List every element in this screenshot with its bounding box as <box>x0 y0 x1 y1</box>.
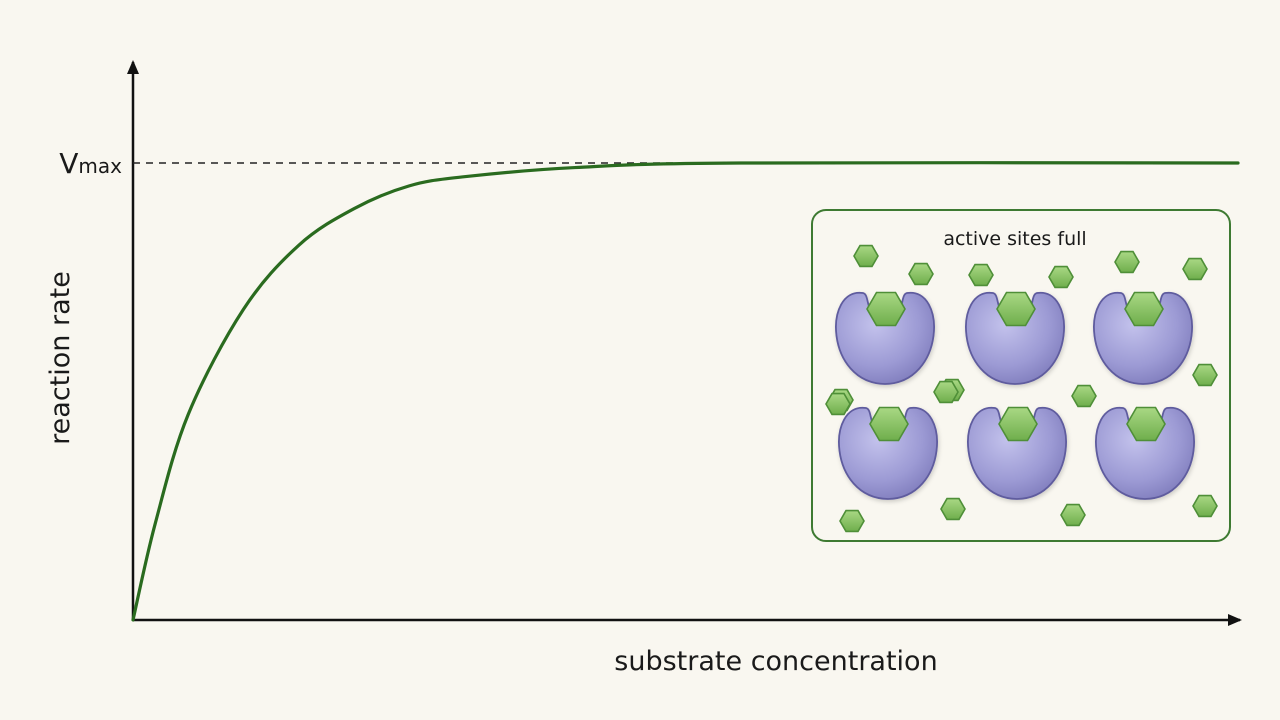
bound-substrate-icon <box>869 406 909 442</box>
y-axis-title: reaction rate <box>45 271 76 445</box>
free-substrate-icon <box>825 392 851 416</box>
free-substrate-icon <box>1114 250 1140 274</box>
enzymes-group <box>835 291 1195 500</box>
saturation-curve <box>131 161 1240 622</box>
free-substrate-icon <box>1192 494 1218 518</box>
bound-substrate-icon <box>998 406 1038 442</box>
free-substrate-icon <box>933 380 959 404</box>
x-axis-title: substrate concentration <box>614 646 937 677</box>
inset-caption: active sites full <box>943 228 1086 250</box>
free-substrate-icon <box>1071 384 1097 408</box>
free-substrate-icon <box>1192 363 1218 387</box>
free-substrates-group <box>825 244 1218 533</box>
vmax-label-main: V <box>59 147 78 180</box>
free-substrate-icon <box>908 262 934 286</box>
free-substrate-icon <box>940 497 966 521</box>
vmax-label-sub: max <box>78 154 122 178</box>
bound-substrate-icon <box>996 291 1036 327</box>
bound-substrate-icon <box>866 291 906 327</box>
free-substrate-icon <box>1182 257 1208 281</box>
free-substrate-icon <box>1060 503 1086 527</box>
bound-substrate-icon <box>1124 291 1164 327</box>
vmax-label: Vmax <box>59 147 122 180</box>
free-substrate-icon <box>853 244 879 268</box>
inset-panel: active sites full <box>811 209 1231 542</box>
bound-substrate-icon <box>1126 406 1166 442</box>
free-substrate-icon <box>968 263 994 287</box>
free-substrate-icon <box>1048 265 1074 289</box>
free-substrate-icon <box>839 509 865 533</box>
